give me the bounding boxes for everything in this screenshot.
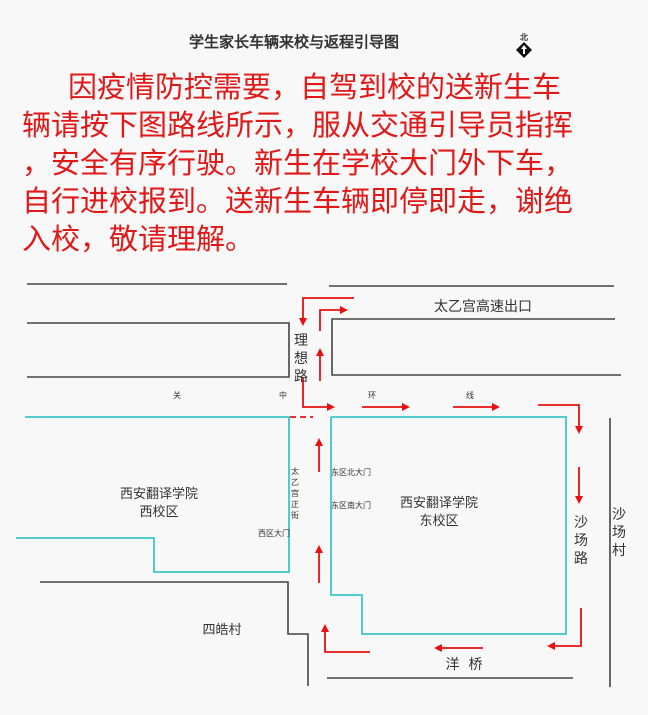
yangqiao-label: 洋 桥 — [446, 657, 483, 673]
roads — [27, 283, 621, 687]
notice-line: 因疫情防控需要，自驾到校的送新生车 — [68, 70, 562, 104]
svg-text:宫: 宫 — [291, 488, 299, 498]
notice-line: 入校，敬请理解。 — [22, 222, 255, 256]
svg-text:街: 街 — [291, 510, 299, 520]
east-campus-label: 西安翻译学院 东校区 — [400, 495, 478, 529]
svg-text:想: 想 — [294, 351, 308, 367]
svg-text:路: 路 — [294, 369, 308, 385]
svg-text:场: 场 — [574, 533, 588, 549]
route-arrow — [547, 608, 582, 650]
north-label: 北 — [520, 32, 528, 42]
svg-text:线: 线 — [466, 390, 474, 400]
route-arrow — [321, 624, 370, 653]
svg-text:关: 关 — [173, 390, 181, 400]
notice-line: ，安全有序行驶。新生在学校大门外下车， — [22, 146, 574, 180]
east-campus-boundary — [330, 416, 567, 635]
svg-text:场: 场 — [612, 525, 626, 541]
route-arrow — [302, 378, 335, 411]
shachang-village-label: 沙 场 村 — [612, 507, 626, 559]
svg-text:西安翻译学院: 西安翻译学院 — [400, 495, 478, 511]
svg-text:乙: 乙 — [291, 478, 299, 487]
svg-text:西安翻译学院: 西安翻译学院 — [120, 486, 198, 502]
map-title: 学生家长车辆来校与返程引导图 — [188, 33, 399, 51]
campus-boundaries — [16, 416, 567, 635]
east-north-gate-label: 东区北大门 — [331, 467, 371, 477]
svg-text:正: 正 — [291, 500, 299, 509]
west-gate-label: 西区大门 — [258, 528, 290, 538]
svg-text:太: 太 — [291, 466, 299, 476]
route-arrow — [299, 297, 354, 326]
shachang-road-label: 沙 场 路 — [574, 515, 588, 567]
route-arrows — [290, 297, 583, 653]
svg-text:中: 中 — [279, 390, 287, 400]
lixiang-road-label: 理 想 路 — [294, 333, 308, 385]
west-campus-label: 西安翻译学院 西校区 — [120, 486, 198, 520]
sihao-village-label: 四皓村 — [202, 623, 241, 638]
route-arrow — [538, 404, 583, 434]
svg-text:沙: 沙 — [612, 507, 626, 523]
road-block-west — [27, 322, 290, 378]
highway-exit-label: 太乙宫高速出口 — [434, 298, 532, 315]
svg-text:西校区: 西校区 — [139, 504, 178, 520]
west-campus-boundary — [16, 416, 290, 573]
road-line-sihao — [40, 581, 309, 686]
guanzhong-ring-label: 关 中 环 线 — [173, 390, 474, 400]
svg-text:村: 村 — [612, 543, 626, 559]
svg-text:理: 理 — [294, 333, 308, 349]
notice-line: 辆请按下图路线所示，服从交通引导员指挥 — [22, 108, 574, 142]
route-arrow — [319, 306, 348, 331]
notice-text: 因疫情防控需要，自驾到校的送新生车 辆请按下图路线所示，服从交通引导员指挥 ，安… — [22, 68, 632, 258]
svg-text:环: 环 — [368, 391, 376, 400]
road-block-east — [331, 318, 621, 376]
east-south-gate-label: 东区南大门 — [331, 500, 371, 510]
notice-line: 自行进校报到。送新生车辆即停即走，谢绝 — [22, 184, 574, 218]
svg-text:沙: 沙 — [574, 515, 588, 531]
taiyigong-street-label: 太 乙 宫 正 街 — [291, 466, 299, 520]
north-compass-icon: 北 — [516, 32, 532, 58]
svg-text:路: 路 — [574, 551, 588, 567]
svg-text:东校区: 东校区 — [419, 513, 458, 529]
